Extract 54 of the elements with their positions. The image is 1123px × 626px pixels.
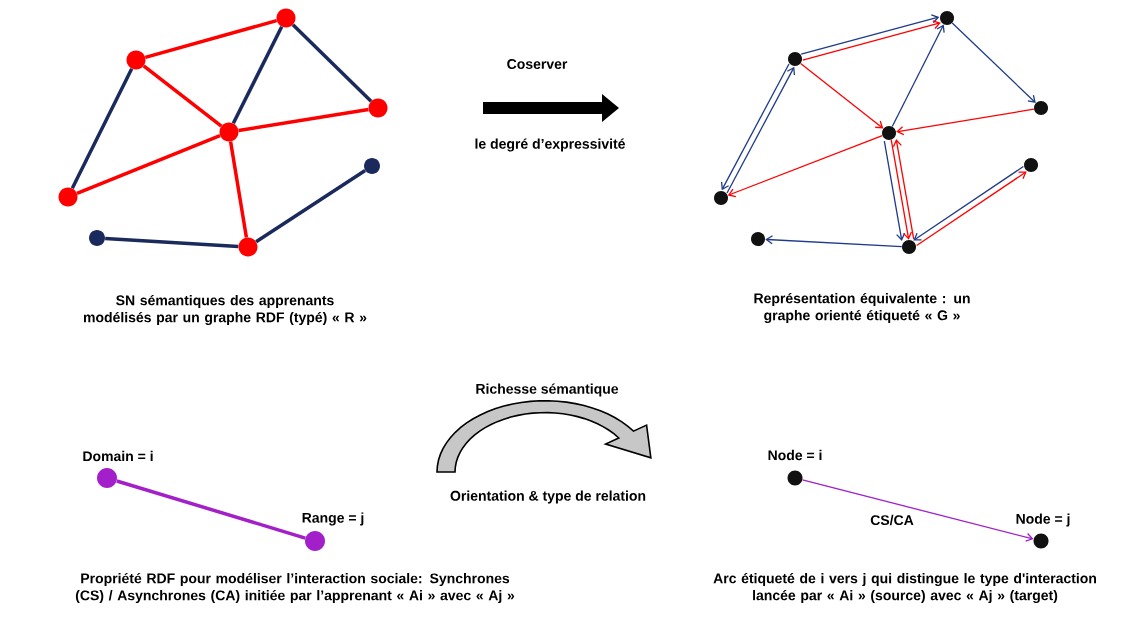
caption-text: le degré d’expressivité bbox=[475, 138, 625, 152]
arrow bbox=[891, 24, 945, 128]
graph-node bbox=[751, 232, 765, 246]
caption-text: Coserver bbox=[507, 59, 568, 69]
caption-text: SN sémantiques des apprenants modélisés par un graphe RDF (typé) « R » bbox=[83, 294, 367, 326]
connector-line bbox=[76, 134, 221, 195]
graph-node bbox=[714, 191, 728, 205]
connector-line bbox=[291, 23, 373, 103]
graph-node bbox=[940, 11, 954, 25]
connector-line bbox=[238, 107, 369, 133]
connector-line bbox=[105, 236, 239, 249]
graph-node bbox=[1024, 158, 1038, 172]
caption-text: Richesse sémantique bbox=[476, 383, 619, 397]
arrow bbox=[883, 140, 906, 241]
node-label: Range = j bbox=[302, 512, 364, 526]
connector-line bbox=[231, 25, 284, 125]
arrow bbox=[720, 63, 790, 191]
node-label: Node = i bbox=[768, 449, 822, 461]
graph-node bbox=[89, 230, 105, 246]
graph-node bbox=[238, 237, 258, 257]
arrow bbox=[913, 165, 1024, 241]
connector-line bbox=[70, 67, 134, 190]
edge-label: CS/CA bbox=[870, 514, 914, 526]
graph-node bbox=[1034, 101, 1048, 115]
arrow bbox=[802, 20, 941, 61]
connector-line bbox=[144, 18, 278, 60]
graph-node bbox=[219, 122, 239, 142]
arrow bbox=[727, 134, 883, 198]
arrow bbox=[800, 62, 884, 129]
graph-node bbox=[58, 187, 78, 207]
graph-node bbox=[276, 8, 296, 28]
caption-text: Représentation équivalente : un graphe orienté étiqueté « G » bbox=[754, 292, 970, 324]
graph-node bbox=[882, 126, 896, 140]
connector-line bbox=[116, 479, 306, 540]
node-label: Node = j bbox=[1016, 513, 1070, 527]
caption-text: Propriété RDF pour modéliser l’interaction sociale: Synchrones (CS) / Asynchrones (CA) initiée par l’apprenant « Ai » avec « Aj » bbox=[75, 572, 515, 604]
arrow bbox=[916, 171, 1027, 247]
graph-node bbox=[126, 50, 146, 70]
connector-line bbox=[142, 64, 223, 128]
connector-line bbox=[228, 141, 249, 238]
connector-line bbox=[255, 169, 367, 244]
graph-node bbox=[902, 240, 916, 254]
node-label: Domain = i bbox=[83, 450, 153, 462]
arrow bbox=[951, 22, 1036, 104]
arrow bbox=[765, 235, 903, 248]
arrow bbox=[800, 14, 940, 55]
arrow bbox=[801, 479, 1034, 542]
graph-node bbox=[368, 98, 388, 118]
arrow bbox=[896, 108, 1035, 136]
graph-node bbox=[364, 158, 380, 174]
caption-text: Orientation & type de relation bbox=[450, 490, 646, 504]
caption-text: Arc étiqueté de i vers j qui distingue le type d'interaction lancée par « Ai » (source) avec « Aj » (target) bbox=[713, 572, 1096, 604]
graph-node bbox=[788, 52, 802, 66]
arrow bbox=[726, 66, 796, 194]
